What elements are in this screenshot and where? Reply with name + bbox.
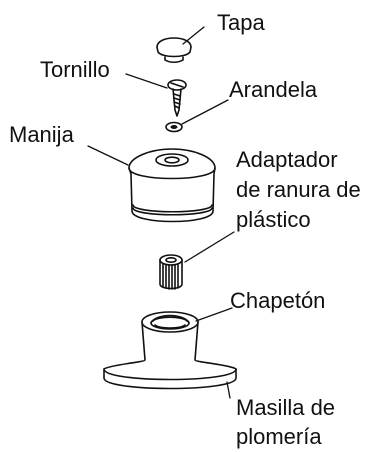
label-masilla-line-1: Masilla de bbox=[236, 395, 336, 420]
leader-tornillo bbox=[125, 73, 168, 89]
label-chapeton: Chapetón bbox=[230, 288, 326, 313]
label-masilla-line-2: plomería bbox=[236, 424, 322, 449]
leader-manija bbox=[87, 145, 129, 166]
washer-part bbox=[165, 121, 183, 133]
label-adaptador-line-2: de ranura de bbox=[236, 177, 361, 202]
leader-chapeton bbox=[195, 307, 233, 322]
handle-part bbox=[128, 148, 216, 223]
cap-part bbox=[156, 37, 192, 64]
screw-part bbox=[167, 79, 187, 117]
leader-adaptador bbox=[184, 231, 235, 263]
label-arandela: Arandela bbox=[229, 77, 318, 102]
label-adaptador-line-1: Adaptador bbox=[236, 147, 338, 172]
leader-tapa bbox=[182, 26, 205, 45]
label-manija: Manija bbox=[9, 122, 74, 147]
label-adaptador-line-3: plástico bbox=[236, 207, 311, 232]
leader-arandela bbox=[181, 99, 229, 125]
leader-masilla bbox=[226, 381, 231, 399]
escutcheon-part bbox=[103, 311, 237, 390]
label-tornillo: Tornillo bbox=[40, 57, 110, 82]
spline-adapter-part bbox=[159, 254, 183, 290]
leader-lines bbox=[87, 26, 235, 399]
label-tapa: Tapa bbox=[217, 10, 265, 35]
